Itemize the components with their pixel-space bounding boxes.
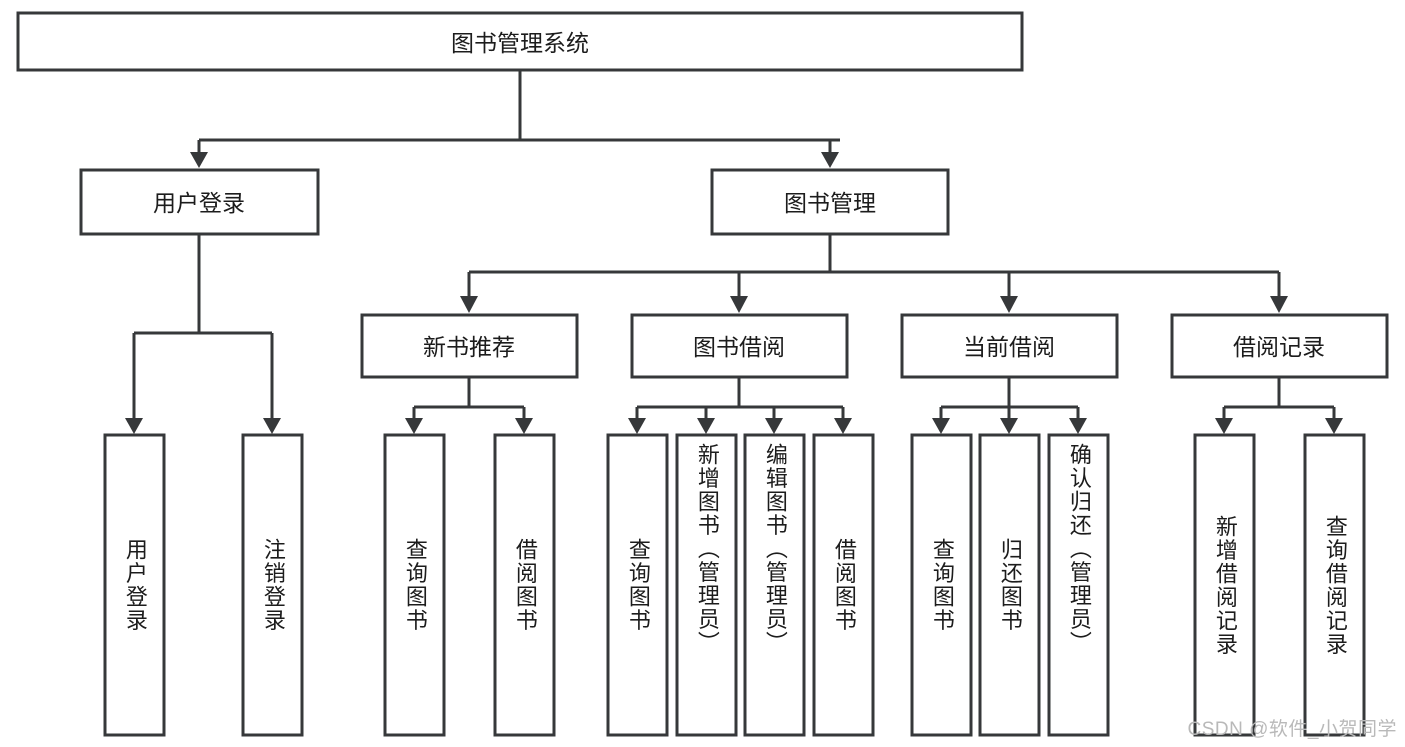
node-book-management-label: 图书管理	[784, 190, 876, 216]
leaf-box-return-book[interactable]	[978, 433, 1041, 737]
connector-bookmgmt-to-level3	[460, 234, 1288, 313]
leaf-box-borrow-book[interactable]	[812, 433, 875, 737]
connector-currentborrow-to-leaves	[932, 377, 1087, 434]
node-book-borrow-label: 图书借阅	[693, 334, 785, 360]
node-book-management[interactable]: 图书管理	[710, 168, 950, 236]
node-user-login[interactable]: 用户登录	[79, 168, 320, 236]
watermark: CSDN @软件_小贺同学	[1187, 719, 1397, 740]
leaf-box-add-book-admin[interactable]	[675, 433, 738, 737]
node-new-book-recommend[interactable]: 新书推荐	[360, 313, 579, 379]
node-book-borrow[interactable]: 图书借阅	[630, 313, 849, 379]
node-borrow-records-label: 借阅记录	[1233, 334, 1325, 360]
leaf-boxes	[103, 433, 1366, 737]
node-root[interactable]: 图书管理系统	[16, 11, 1024, 72]
leaf-box-add-borrow-record[interactable]	[1193, 433, 1256, 737]
leaf-box-borrow-book-rec[interactable]	[493, 433, 556, 737]
leaf-box-query-book-borrow[interactable]	[606, 433, 669, 737]
node-current-borrow[interactable]: 当前借阅	[900, 313, 1119, 379]
connector-borrowrecords-to-leaves	[1215, 377, 1343, 434]
node-root-label: 图书管理系统	[451, 30, 589, 56]
leaf-box-user-login[interactable]	[103, 433, 166, 737]
leaf-box-query-book-rec[interactable]	[383, 433, 446, 737]
node-new-book-recommend-label: 新书推荐	[423, 334, 515, 360]
connector-root-to-level2	[190, 70, 840, 168]
connector-newbook-to-leaves	[405, 377, 533, 434]
connector-userlogin-to-leaves	[125, 234, 281, 434]
leaf-box-edit-book-admin[interactable]	[743, 433, 806, 737]
leaf-box-confirm-return-admin[interactable]	[1047, 433, 1110, 737]
node-borrow-records[interactable]: 借阅记录	[1170, 313, 1389, 379]
leaf-box-query-borrow-record[interactable]	[1303, 433, 1366, 737]
connector-bookborrow-to-leaves	[628, 377, 852, 434]
leaf-box-logout[interactable]	[241, 433, 304, 737]
node-current-borrow-label: 当前借阅	[963, 334, 1055, 360]
leaf-box-query-book-current[interactable]	[910, 433, 973, 737]
node-user-login-label: 用户登录	[153, 190, 245, 216]
